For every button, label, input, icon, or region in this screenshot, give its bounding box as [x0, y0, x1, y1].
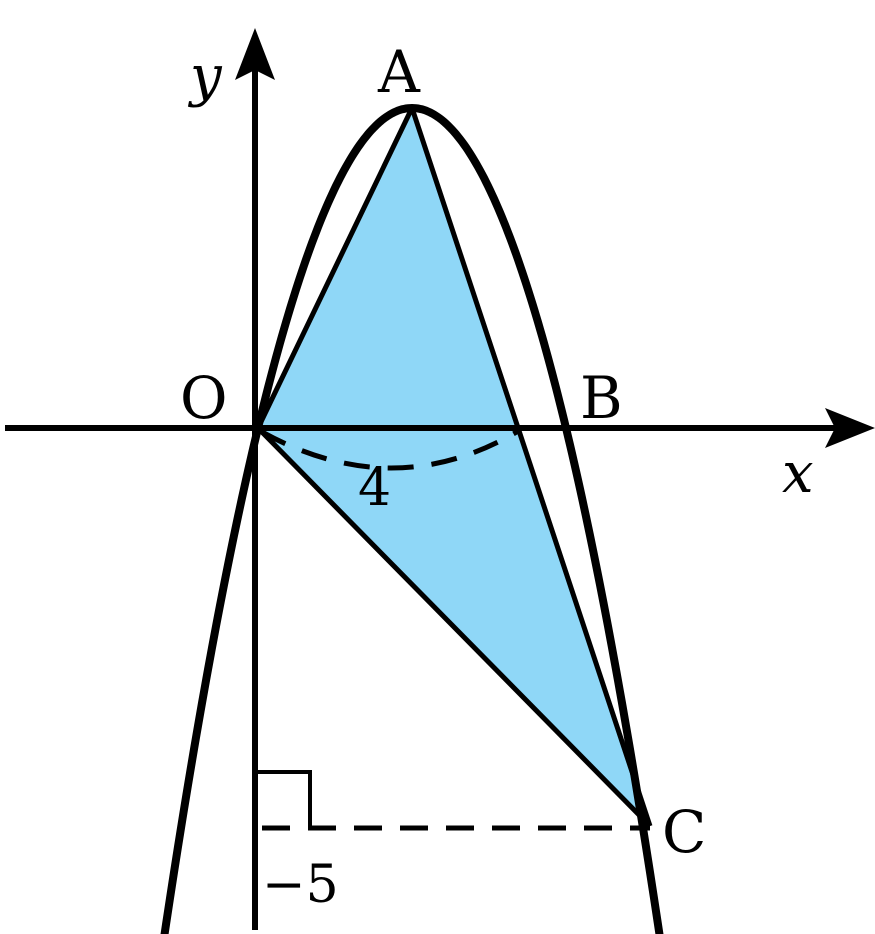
length-brace-dashed	[260, 427, 522, 471]
label-O: O	[180, 364, 228, 432]
segment-OA	[255, 106, 415, 430]
right-angle-marker	[258, 770, 312, 828]
label-y-minus-5: −5	[262, 855, 339, 915]
segment-AC	[409, 107, 653, 827]
x-axis-label: x	[782, 441, 814, 506]
label-C: C	[662, 798, 706, 866]
y-axis-arrowhead	[235, 28, 275, 80]
label-B: B	[580, 364, 623, 432]
label-A: A	[377, 38, 421, 106]
shaded-triangle-upper	[258, 108, 520, 428]
x-axis-arrowhead	[825, 408, 875, 448]
segment-OC	[256, 426, 652, 828]
y-axis-label: y	[187, 44, 223, 109]
label-length-4: 4	[358, 458, 391, 518]
